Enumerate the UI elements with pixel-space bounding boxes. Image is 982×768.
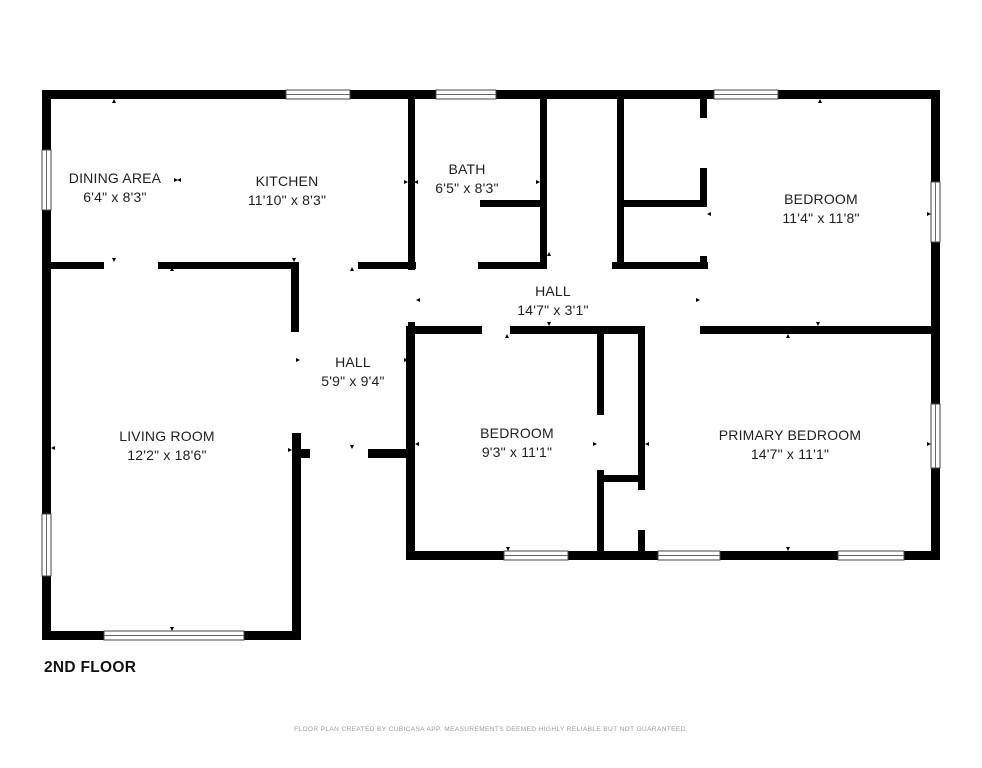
room-bath: BATH 6'5" x 8'3": [435, 160, 498, 198]
room-living-room: LIVING ROOM 12'2" x 18'6": [119, 427, 215, 465]
room-hall-main: HALL 14'7" x 3'1": [517, 282, 588, 320]
room-bedroom-ne: BEDROOM 11'4" x 11'8": [782, 190, 859, 228]
room-dimensions: 5'9" x 9'4": [321, 373, 385, 389]
room-name: LIVING ROOM: [119, 428, 215, 444]
floor-label: 2ND FLOOR: [44, 659, 137, 676]
room-dimensions: 12'2" x 18'6": [127, 447, 207, 463]
room-dimensions: 6'5" x 8'3": [435, 180, 499, 196]
windows: [41, 89, 941, 641]
door-markers: [51, 99, 931, 631]
room-dimensions: 6'4" x 8'3": [83, 189, 147, 205]
room-dimensions: 11'4" x 11'8": [782, 210, 860, 226]
interior-walls: [42, 96, 940, 558]
room-dining-area: DINING AREA 6'4" x 8'3": [69, 169, 161, 207]
room-dimensions: 14'7" x 11'1": [750, 446, 830, 462]
room-dimensions: 9'3" x 11'1": [481, 444, 553, 460]
room-dimensions: 14'7" x 3'1": [517, 302, 589, 318]
room-hall-small: HALL 5'9" x 9'4": [321, 353, 384, 391]
room-name: BATH: [448, 161, 486, 177]
room-name: DINING AREA: [68, 170, 162, 186]
room-bedroom-s: BEDROOM 9'3" x 11'1": [480, 424, 554, 462]
room-dimensions: 11'10" x 8'3": [247, 192, 327, 208]
room-kitchen: KITCHEN 11'10" x 8'3": [248, 172, 326, 210]
room-name: BEDROOM: [480, 425, 554, 441]
room-primary-bedroom: PRIMARY BEDROOM 14'7" x 11'1": [719, 426, 862, 464]
room-name: HALL: [535, 283, 571, 299]
footer-disclaimer: FLOOR PLAN CREATED BY CUBICASA APP. MEAS…: [294, 726, 688, 733]
room-name: HALL: [335, 354, 371, 370]
room-name: PRIMARY BEDROOM: [718, 427, 862, 443]
room-name: KITCHEN: [255, 173, 319, 189]
room-name: BEDROOM: [784, 191, 858, 207]
